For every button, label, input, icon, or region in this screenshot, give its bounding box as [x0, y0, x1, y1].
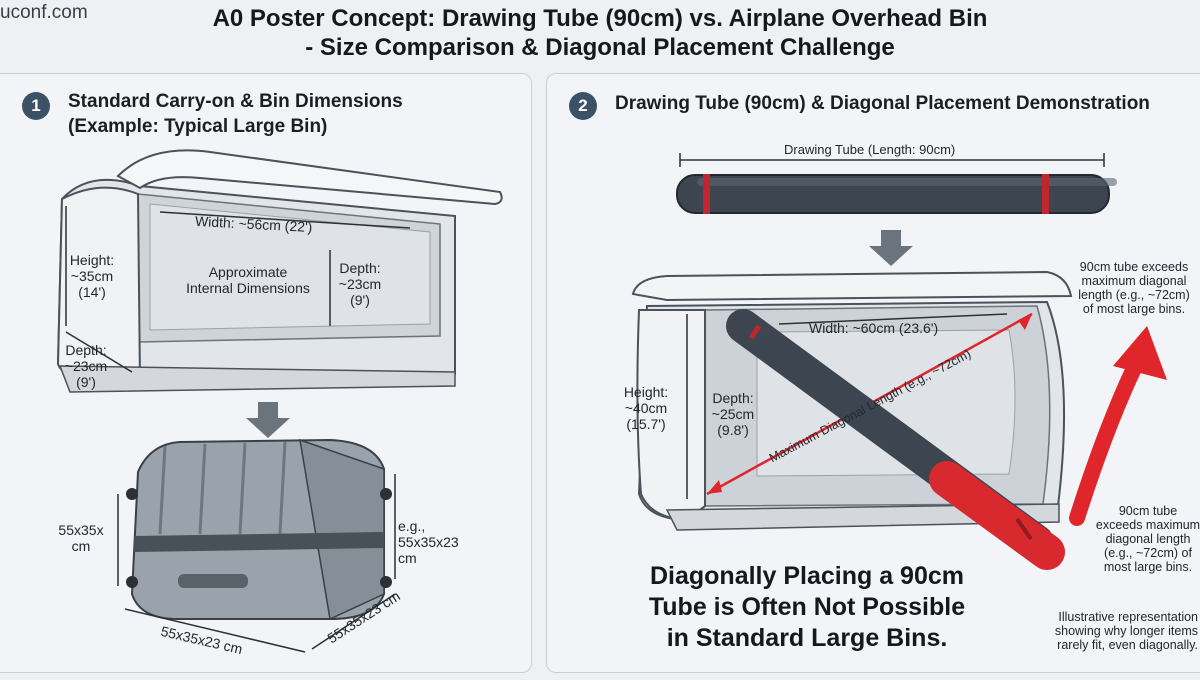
suitcase-zipper: [134, 532, 384, 552]
step-badge-2: 2: [569, 92, 597, 120]
bin-front-depth-label: Depth:~23cm(9'): [64, 342, 108, 390]
bin-and-suitcase-illustration: [56, 149, 503, 653]
watermark: uconf.com: [0, 2, 88, 23]
bin-height-label-2: Height:~40cm(15.7'): [623, 384, 669, 432]
bin-depth-label: Depth:~23cm(9'): [338, 260, 382, 308]
panel-tube-demonstration: 2 Drawing Tube (90cm) & Diagonal Placeme…: [546, 73, 1200, 673]
step-badge-1: 1: [22, 92, 50, 120]
depth-front-dimension-line: [65, 331, 133, 373]
panel-subheading-1: (Example: Typical Large Bin): [68, 116, 328, 137]
tube-band: [703, 174, 710, 214]
exceeds-arrow: [1069, 354, 1145, 526]
page-title: A0 Poster Concept: Drawing Tube (90cm) v…: [212, 5, 988, 32]
bin-depth-label-2: Depth:~25cm(9.8'): [711, 390, 755, 438]
tube-band: [1042, 174, 1049, 214]
bin-lid: [116, 149, 503, 206]
panel-heading-1: Standard Carry-on & Bin Dimensions: [68, 91, 403, 112]
panel-heading-2: Drawing Tube (90cm) & Diagonal Placement…: [615, 93, 1150, 114]
diagonal-tube-overflow: [929, 461, 1065, 570]
bin-width-label-2: Width: ~60cm (23.6'): [809, 320, 939, 336]
suitcase-handle: [178, 574, 248, 588]
bin-lid: [631, 270, 1073, 302]
conclusion-text: Diagonally Placing a 90cm Tube is Often …: [648, 562, 966, 652]
panel-bin-dimensions: 1 Standard Carry-on & Bin Dimensions (Ex…: [0, 73, 532, 673]
bin-height-label: Height:~35cm(14'): [69, 252, 115, 300]
arrow-head-icon: [1113, 326, 1167, 380]
page-subtitle: - Size Comparison & Diagonal Placement C…: [305, 34, 895, 61]
down-arrow-icon: [869, 230, 913, 266]
tube-and-bin-illustration: [631, 153, 1167, 570]
width-dimension-line: [159, 211, 411, 229]
down-arrow-icon: [246, 402, 290, 438]
tube-length-label: Drawing Tube (Length: 90cm): [784, 142, 956, 157]
